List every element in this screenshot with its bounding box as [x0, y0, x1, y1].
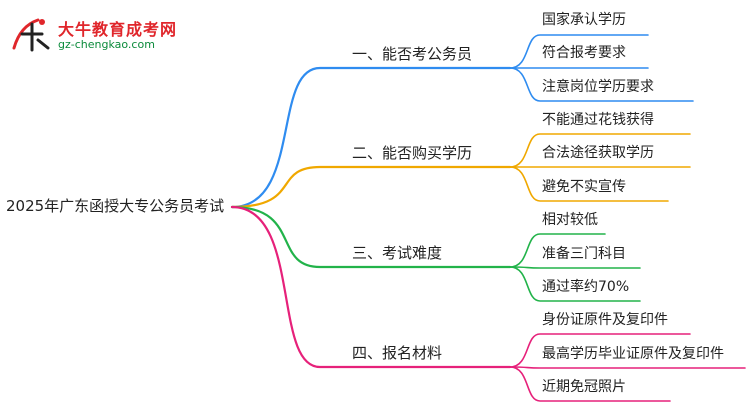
leaf-3-2: 准备三门科目: [542, 246, 626, 262]
root-topic: 2025年广东函授大专公务员考试: [6, 197, 225, 215]
branch-2-label: 二、能否购买学历: [352, 144, 473, 162]
leaf-2-3-connector: [509, 166, 669, 202]
leaf-3-3-connector: [509, 266, 641, 302]
leaf-4-1: 身份证原件及复印件: [542, 312, 668, 328]
leaf-1-2: 符合报考要求: [542, 45, 626, 61]
leaf-4-3-connector: [509, 366, 671, 402]
leaf-3-1-connector: [509, 233, 606, 268]
leaf-3-1: 相对较低: [542, 212, 598, 228]
branch-4-connector: [230, 205, 512, 369]
leaf-1-1: 国家承认学历: [542, 12, 626, 28]
branch-4-label: 四、报名材料: [352, 344, 443, 362]
leaf-1-3: 注意岗位学历要求: [542, 79, 654, 95]
leaf-1-3-connector: [509, 67, 694, 102]
branch-3-label: 三、考试难度: [352, 244, 443, 262]
logo-mark-icon: [12, 18, 50, 52]
leaf-4-3: 近期免冠照片: [542, 379, 626, 395]
logo: 大牛教育成考网 gz-chengkao.com: [8, 12, 198, 56]
branch-1-label: 一、能否考公务员: [352, 45, 473, 63]
leaf-1-1-connector: [509, 34, 649, 69]
leaf-4-2-connector: [509, 366, 746, 369]
branch-3-connector: [230, 205, 512, 269]
branch-1-connector: [230, 66, 512, 209]
leaf-3-3: 通过率约70%: [542, 279, 630, 295]
leaf-2-3: 避免不实宣传: [542, 179, 626, 195]
leaf-2-1-connector: [509, 133, 691, 168]
leaf-2-2: 合法途径获取学历: [542, 145, 654, 161]
leaf-4-2: 最高学历毕业证原件及复印件: [542, 346, 724, 362]
branch-2-connector: [230, 165, 512, 209]
leaf-3-2-connector: [509, 266, 641, 269]
leaf-4-1-connector: [509, 333, 691, 368]
logo-title: 大牛教育成考网: [58, 20, 178, 39]
leaf-2-1: 不能通过花钱获得: [542, 112, 654, 128]
logo-url: gz-chengkao.com: [58, 38, 155, 51]
